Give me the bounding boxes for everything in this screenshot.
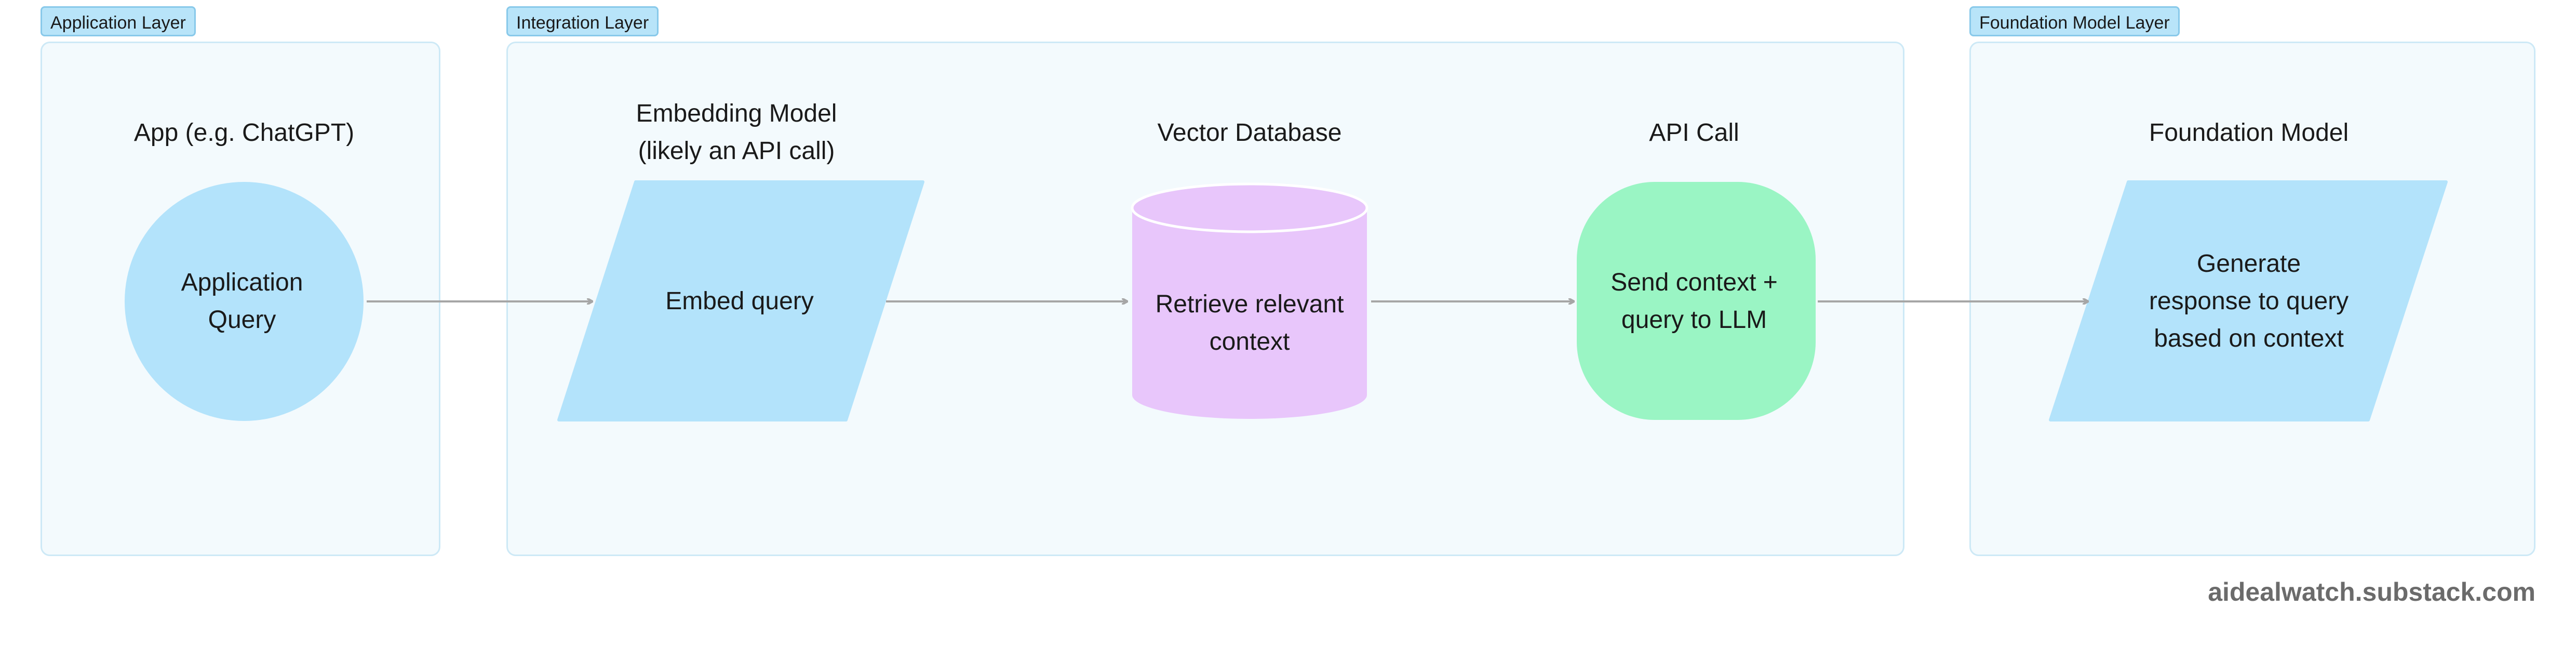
watermark-text: aidealwatch.substack.com bbox=[2208, 577, 2535, 607]
integration-layer-tag: Integration Layer bbox=[506, 6, 659, 36]
api-call-rounded-shape bbox=[1577, 182, 1816, 420]
vector-db-title: Vector Database bbox=[1157, 119, 1342, 147]
app-circle-shape bbox=[125, 182, 364, 421]
app-title: App (e.g. ChatGPT) bbox=[133, 119, 355, 147]
foundation-parallelogram-shape bbox=[2049, 180, 2448, 421]
retrieve-context-label: Retrieve relevant context bbox=[1155, 291, 1344, 355]
embedding-parallelogram-shape bbox=[557, 180, 924, 421]
generate-response-label: Generate response to query based on cont… bbox=[2149, 250, 2349, 352]
foundation-title: Foundation Model bbox=[2149, 119, 2349, 147]
integration-layer-label: Integration Layer bbox=[516, 13, 649, 33]
vector-db-cylinder-shape bbox=[1131, 182, 1369, 419]
embed-query-label: Embed query bbox=[665, 287, 814, 315]
application-layer-tag: Application Layer bbox=[41, 6, 196, 36]
api-call-title: API Call bbox=[1649, 119, 1739, 147]
send-context-label: Send context + query to LLM bbox=[1611, 269, 1778, 334]
embedding-title: Embedding Model (likely an API call) bbox=[636, 100, 837, 165]
application-layer-label: Application Layer bbox=[50, 13, 186, 33]
foundation-layer-tag: Foundation Model Layer bbox=[1969, 6, 2180, 36]
foundation-layer-label: Foundation Model Layer bbox=[1979, 13, 2170, 33]
app-query-label: Application Query bbox=[181, 269, 303, 334]
